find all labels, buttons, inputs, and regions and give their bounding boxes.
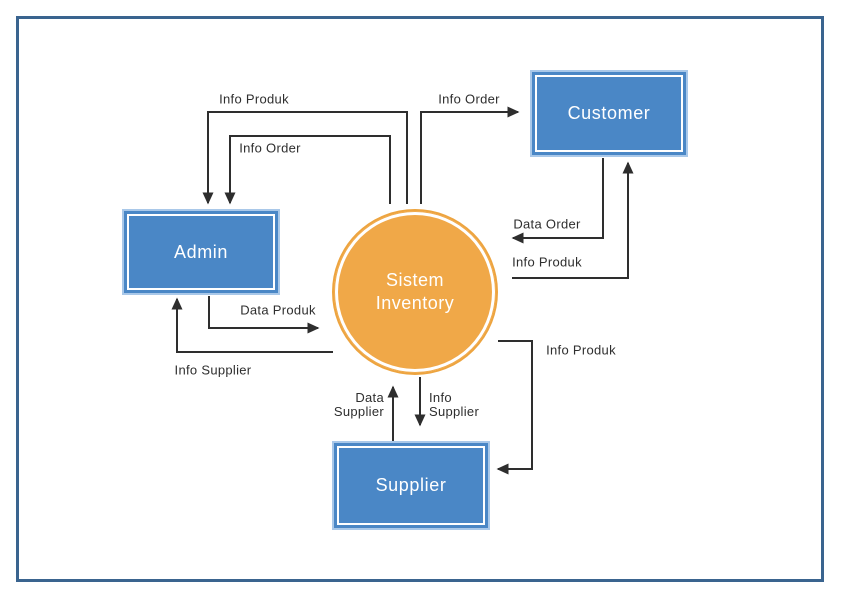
edge-data-order-customer-to-system: [511, 158, 604, 244]
flow-label-info-supplier-to-supplier: Info Supplier: [429, 390, 480, 419]
edge-data-produk-admin-to-system: [208, 296, 320, 334]
flow-label-info-produk-to-customer: Info Produk: [512, 254, 582, 270]
entity-supplier-label: Supplier: [375, 475, 447, 495]
entity-customer: Customer: [530, 70, 688, 157]
entity-admin: Admin: [122, 209, 280, 295]
edge-info-order-system-to-customer: [420, 106, 520, 204]
edge-info-produk-system-to-supplier: [496, 340, 533, 475]
flow-label-data-produk: Data Produk: [240, 302, 316, 318]
entity-supplier: Supplier: [332, 441, 490, 530]
flow-label-data-order: Data Order: [513, 216, 581, 232]
edge-info-produk-system-to-admin: [202, 111, 408, 205]
edge-info-produk-system-to-customer: [512, 161, 634, 279]
flow-label-info-supplier-to-admin: Info Supplier: [174, 362, 252, 378]
flow-label-info-order-to-customer: Info Order: [438, 91, 500, 107]
process-label: Sistem Inventory: [375, 270, 455, 313]
edge-info-order-system-to-admin: [224, 135, 391, 205]
process-sistem-inventory: Sistem Inventory: [332, 209, 498, 375]
edge-info-supplier-system-to-admin: [171, 297, 333, 353]
flow-label-info-produk-to-supplier: Info Produk: [546, 342, 616, 358]
entity-admin-label: Admin: [173, 241, 229, 262]
flow-label-info-order-to-admin: Info Order: [239, 140, 301, 156]
entity-customer-label: Customer: [567, 103, 651, 123]
flow-label-data-supplier: Data Supplier: [333, 390, 384, 419]
flow-label-info-produk-to-admin: Info Produk: [219, 91, 289, 107]
